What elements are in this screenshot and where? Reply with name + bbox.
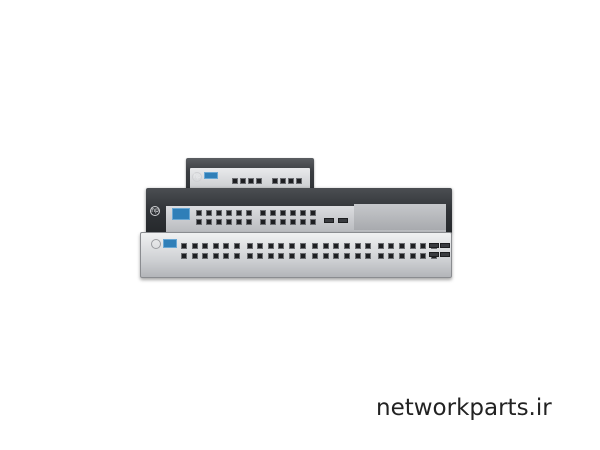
sfp-slot bbox=[429, 252, 439, 257]
ethernet-port bbox=[300, 210, 306, 216]
ethernet-port bbox=[333, 243, 340, 249]
ethernet-port bbox=[202, 253, 209, 259]
ethernet-port bbox=[289, 253, 295, 259]
ethernet-port bbox=[272, 178, 278, 184]
ethernet-port bbox=[246, 243, 253, 249]
ethernet-port bbox=[280, 178, 286, 184]
ethernet-port bbox=[196, 219, 202, 225]
sfp-slot bbox=[440, 252, 450, 257]
ethernet-port bbox=[388, 243, 395, 249]
ethernet-port bbox=[420, 253, 427, 259]
model-label bbox=[172, 208, 190, 220]
ethernet-port bbox=[181, 243, 187, 249]
ethernet-port bbox=[191, 253, 198, 259]
ethernet-port bbox=[206, 219, 212, 225]
ethernet-port bbox=[246, 210, 252, 216]
ethernet-port bbox=[299, 243, 306, 249]
ethernet-port bbox=[216, 210, 222, 216]
ethernet-port bbox=[260, 210, 266, 216]
ethernet-port bbox=[399, 253, 405, 259]
ethernet-port bbox=[206, 210, 212, 216]
ethernet-port bbox=[248, 178, 254, 184]
ethernet-port bbox=[296, 178, 302, 184]
ethernet-port bbox=[344, 253, 350, 259]
ethernet-port bbox=[181, 253, 187, 259]
ethernet-port bbox=[256, 178, 262, 184]
ethernet-port bbox=[240, 178, 246, 184]
ethernet-port bbox=[290, 219, 296, 225]
ethernet-port bbox=[310, 210, 316, 216]
hp-logo-icon: hp bbox=[192, 172, 202, 182]
ethernet-port bbox=[226, 210, 232, 216]
ethernet-port bbox=[246, 219, 252, 225]
model-label bbox=[163, 239, 177, 248]
medium-switch-side-panel bbox=[354, 204, 446, 230]
ethernet-port bbox=[409, 243, 416, 249]
ethernet-port bbox=[280, 219, 286, 225]
ethernet-port bbox=[322, 243, 329, 249]
ethernet-port bbox=[257, 243, 264, 249]
ethernet-port bbox=[290, 210, 296, 216]
ethernet-port bbox=[232, 178, 238, 184]
ethernet-port bbox=[377, 243, 384, 249]
hp-logo-icon: hp bbox=[150, 206, 160, 216]
ethernet-port bbox=[223, 253, 230, 259]
sfp-slot bbox=[440, 243, 450, 248]
ethernet-port bbox=[212, 253, 219, 259]
sfp-slot bbox=[338, 218, 348, 223]
model-label bbox=[204, 172, 218, 179]
watermark-text: networkparts.ir bbox=[376, 395, 552, 421]
ethernet-port bbox=[344, 243, 350, 249]
small-switch: hp bbox=[186, 158, 314, 192]
ethernet-port bbox=[388, 253, 395, 259]
ethernet-port bbox=[300, 219, 306, 225]
ethernet-port bbox=[377, 253, 384, 259]
ethernet-port bbox=[289, 243, 295, 249]
ethernet-port bbox=[280, 210, 286, 216]
large-switch bbox=[140, 232, 452, 278]
ethernet-port bbox=[322, 253, 329, 259]
sfp-slot bbox=[324, 218, 334, 223]
ethernet-port bbox=[354, 243, 361, 249]
ethernet-port bbox=[270, 219, 276, 225]
ethernet-port bbox=[267, 253, 274, 259]
ethernet-port bbox=[365, 243, 372, 249]
ethernet-port bbox=[212, 243, 219, 249]
ethernet-port bbox=[236, 219, 242, 225]
ethernet-port bbox=[409, 253, 416, 259]
ethernet-port bbox=[312, 253, 319, 259]
ethernet-port bbox=[202, 243, 209, 249]
ethernet-port bbox=[226, 219, 232, 225]
ethernet-port bbox=[234, 243, 240, 249]
ethernet-port bbox=[257, 253, 264, 259]
ethernet-port bbox=[216, 219, 222, 225]
ethernet-port bbox=[399, 243, 405, 249]
ethernet-port bbox=[312, 243, 319, 249]
ethernet-port bbox=[267, 243, 274, 249]
ethernet-port bbox=[223, 243, 230, 249]
medium-switch: hp bbox=[146, 188, 452, 234]
ethernet-port bbox=[191, 243, 198, 249]
ethernet-port bbox=[354, 253, 361, 259]
sfp-slot bbox=[429, 243, 439, 248]
ethernet-port bbox=[299, 253, 306, 259]
ethernet-port bbox=[288, 178, 294, 184]
ethernet-port bbox=[234, 253, 240, 259]
ethernet-port bbox=[260, 219, 266, 225]
ethernet-port bbox=[270, 210, 276, 216]
ethernet-port bbox=[333, 253, 340, 259]
ethernet-port bbox=[365, 253, 372, 259]
ethernet-port bbox=[278, 243, 285, 249]
ethernet-port bbox=[278, 253, 285, 259]
ethernet-port bbox=[236, 210, 242, 216]
ethernet-port bbox=[246, 253, 253, 259]
ethernet-port bbox=[420, 243, 427, 249]
hp-logo-icon bbox=[151, 239, 161, 249]
ethernet-port bbox=[310, 219, 316, 225]
ethernet-port bbox=[196, 210, 202, 216]
